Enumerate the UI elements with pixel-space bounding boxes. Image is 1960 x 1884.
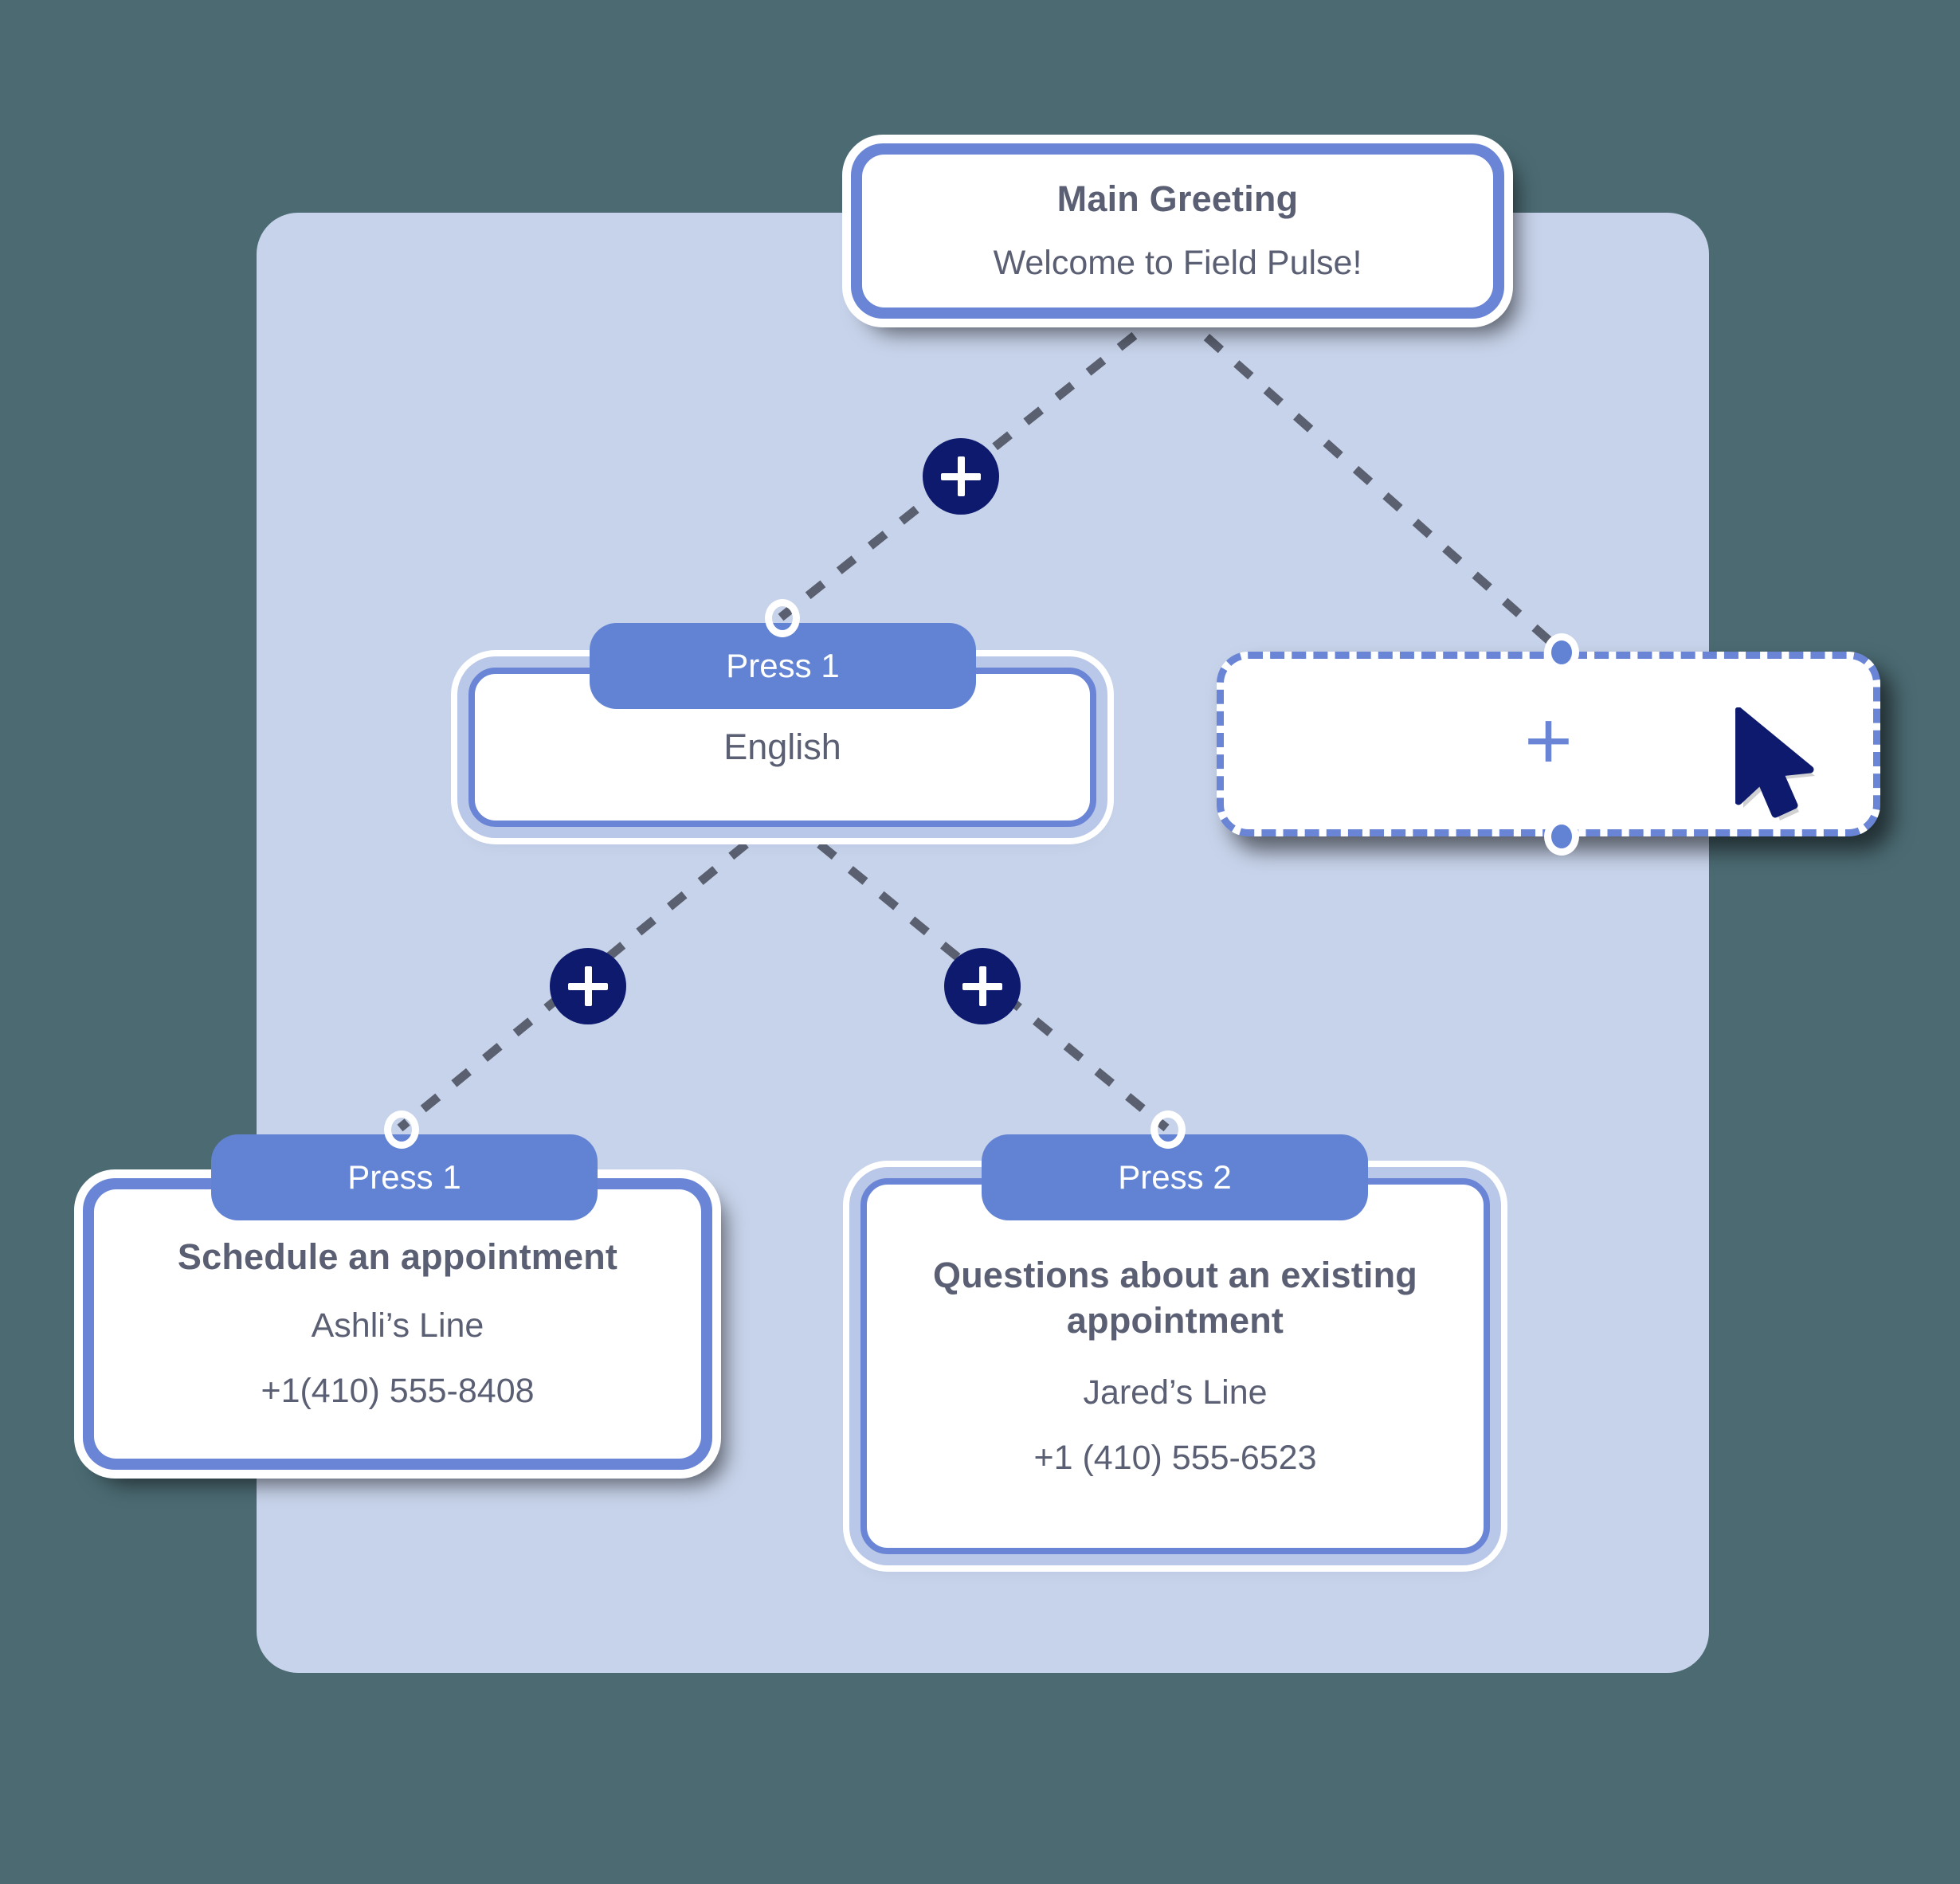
add-node-language-to-press2-button[interactable] (944, 948, 1021, 1024)
handle-press2-top[interactable] (1151, 1110, 1186, 1149)
node-schedule-appointment[interactable]: Schedule an appointment Ashli’s Line +1(… (83, 1178, 712, 1470)
plus-icon (957, 456, 965, 496)
handle-press1-top[interactable] (384, 1110, 419, 1149)
existing-appointment-phone: +1 (410) 555-6523 (1033, 1438, 1317, 1477)
node-main-greeting[interactable]: Main Greeting Welcome to Field Pulse! (851, 143, 1504, 319)
plus-icon (584, 966, 592, 1006)
plus-icon (978, 966, 986, 1006)
add-node-root-to-language-button[interactable] (923, 438, 999, 515)
edge-root-to-placeholder (1174, 307, 1565, 656)
plus-icon: + (1524, 695, 1573, 787)
mouse-cursor-icon (1735, 707, 1815, 821)
english-label: English (723, 726, 841, 767)
handle-placeholder-bottom[interactable] (1544, 817, 1579, 856)
main-greeting-title: Main Greeting (1056, 178, 1299, 220)
node-existing-appointment[interactable]: Questions about an existing appointment … (860, 1178, 1490, 1554)
badge-press-1-language[interactable]: Press 1 (590, 623, 976, 709)
schedule-appointment-title: Schedule an appointment (177, 1236, 618, 1278)
schedule-appointment-phone: +1(410) 555-8408 (261, 1371, 535, 1410)
add-node-language-to-press1-button[interactable] (550, 948, 626, 1024)
existing-appointment-title: Questions about an existing appointment (933, 1254, 1417, 1342)
existing-appointment-line: Jared’s Line (1083, 1373, 1268, 1412)
badge-press-2-child[interactable]: Press 2 (982, 1134, 1368, 1220)
badge-press-1-child[interactable]: Press 1 (211, 1134, 598, 1220)
handle-placeholder-top[interactable] (1544, 633, 1579, 672)
schedule-appointment-line: Ashli’s Line (311, 1306, 484, 1345)
handle-language-top[interactable] (765, 599, 800, 637)
main-greeting-message: Welcome to Field Pulse! (993, 243, 1362, 282)
